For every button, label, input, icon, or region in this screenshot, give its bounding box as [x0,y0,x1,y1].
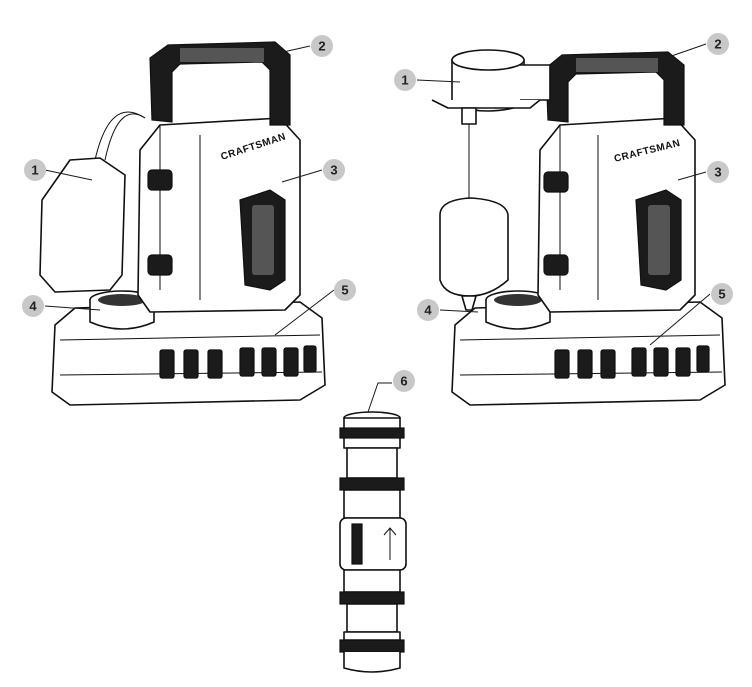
tethered-float-switch [39,111,146,293]
svg-text:4: 4 [29,299,37,314]
svg-text:1: 1 [401,73,408,88]
check-valve-illustration [339,411,407,673]
svg-text:6: 6 [400,374,407,389]
left-pump-illustration: CRAFTSMAN [39,41,326,406]
callout-4-left: 4 [22,295,44,317]
svg-text:1: 1 [31,163,38,178]
callout-5-right: 5 [711,283,733,305]
carry-handle [149,41,291,126]
callout-2-right: 2 [707,33,729,55]
callout-6: 6 [367,370,415,413]
svg-text:4: 4 [424,303,432,318]
svg-text:3: 3 [330,163,337,178]
callout-4-right: 4 [417,299,439,321]
carry-handle [545,51,685,126]
callout-2-left: 2 [311,35,333,57]
callout-1-right: 1 [394,69,416,91]
svg-text:5: 5 [718,287,725,302]
base-vent-slots [159,345,317,379]
base-vent-slots [554,345,710,379]
callout-1-left: 1 [24,159,46,181]
discharge-port [485,290,551,330]
callout-5-left: 5 [334,279,356,301]
callouts-left: 1 2 3 4 5 [22,35,356,336]
callouts-right: 1 2 3 4 5 [394,33,733,346]
callout-3-right: 3 [707,161,729,183]
svg-text:5: 5 [341,283,348,298]
svg-text:3: 3 [714,165,721,180]
svg-text:2: 2 [714,37,721,52]
svg-text:2: 2 [318,39,325,54]
right-pump-illustration: CRAFTSMAN [431,49,726,406]
callout-3-left: 3 [323,159,345,181]
vertical-float-switch [431,49,551,311]
